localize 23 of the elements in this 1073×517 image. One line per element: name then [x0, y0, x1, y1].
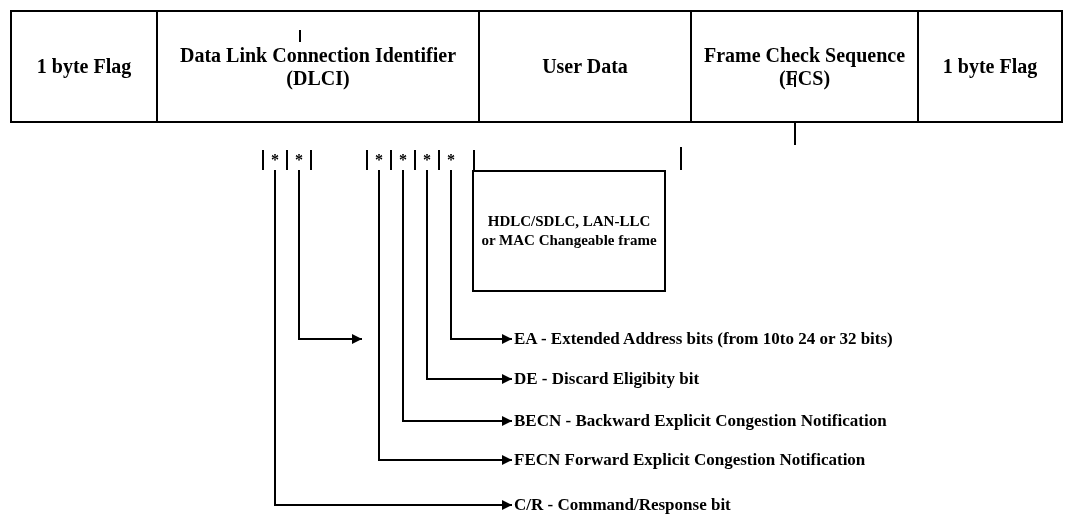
arrow [378, 169, 513, 465]
bit-mark: * [287, 150, 311, 170]
arrow [402, 169, 513, 426]
frame-field: User Data [478, 10, 692, 123]
bit-mark: * [367, 150, 391, 170]
bit-description: BECN - Backward Explicit Congestion Notification [514, 410, 1064, 432]
frame-field: Data Link Connection Identifier (DLCI) [156, 10, 480, 123]
arrow [274, 169, 513, 510]
arrow [298, 169, 363, 344]
frame-field: 1 byte Flag [917, 10, 1063, 123]
bit-description: EA - Extended Address bits (from 10to 24 or 32 bits) [514, 328, 1064, 350]
bit-description: C/R - Command/Response bit [514, 494, 1064, 516]
frame-type-box: HDLC/SDLC, LAN-LLC or MAC Changeable frame [472, 170, 666, 292]
arrow [450, 169, 513, 344]
frame-field: Frame Check Sequence (FCS) [690, 10, 919, 123]
bit-mark: * [439, 150, 463, 170]
bit-mark: * [391, 150, 415, 170]
bit-mark: * [415, 150, 439, 170]
frame-field: 1 byte Flag [10, 10, 158, 123]
bit-description: FECN Forward Explicit Congestion Notification [514, 449, 1064, 471]
bit-mark: * [263, 150, 287, 170]
arrow [426, 169, 513, 384]
bit-description: DE - Discard Eligibity bit [514, 368, 1064, 390]
